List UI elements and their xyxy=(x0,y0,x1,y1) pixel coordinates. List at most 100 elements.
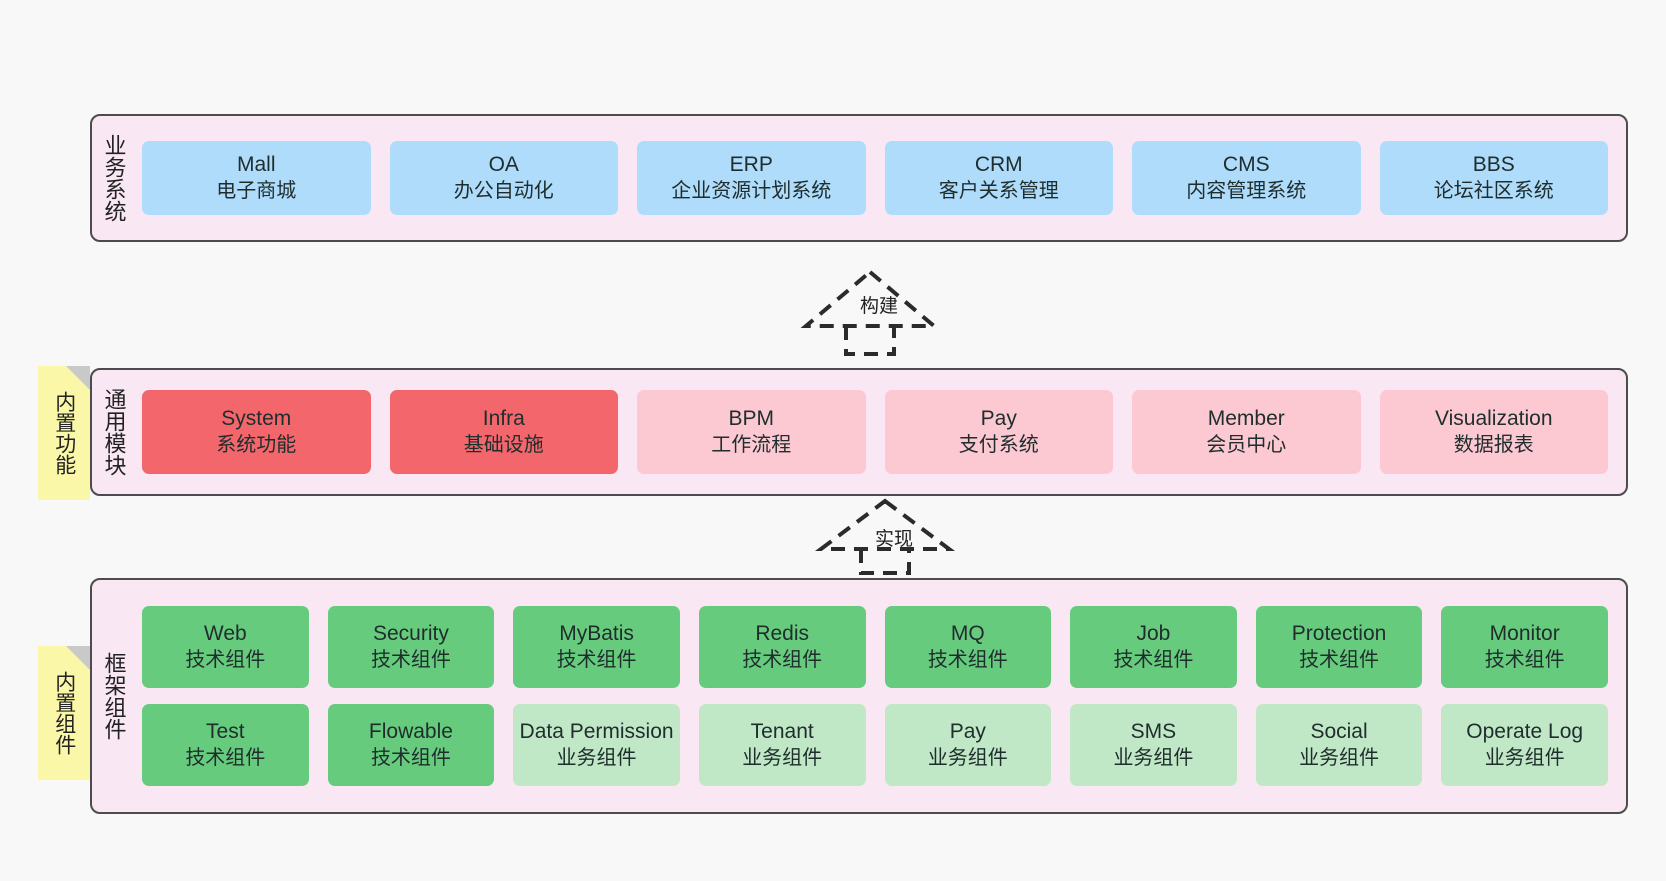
node-subtitle: 技术组件 xyxy=(1113,648,1194,671)
node-job[interactable]: Job 技术组件 xyxy=(1070,606,1237,688)
node-bbs[interactable]: BBS 论坛社区系统 xyxy=(1379,141,1608,215)
node-title: MQ xyxy=(950,621,985,645)
layer-business-system[interactable]: 业务系统 Mall 电子商城 OA 办公自动化 ERP 企业资源计划系统 CRM… xyxy=(90,114,1628,242)
node-title: Operate Log xyxy=(1466,719,1584,743)
node-title: ERP xyxy=(729,152,773,176)
node-visualization[interactable]: Visualization 数据报表 xyxy=(1379,390,1608,474)
node-member[interactable]: Member 会员中心 xyxy=(1132,390,1361,474)
node-title: Pay xyxy=(949,719,986,743)
build-connector-arrow xyxy=(800,269,940,356)
node-subtitle: 客户关系管理 xyxy=(938,179,1059,202)
note-label: 内置组件 xyxy=(52,671,76,755)
node-row: System 系统功能 Infra 基础设施 BPM 工作流程 Pay 支付系统… xyxy=(142,390,1608,474)
node-title: Security xyxy=(373,621,449,645)
node-infra[interactable]: Infra 基础设施 xyxy=(389,390,618,474)
builtin-function-note: 内置功能 xyxy=(38,366,90,500)
layer-body-framework-component: Web 技术组件 Security 技术组件 MyBatis 技术组件 Redi… xyxy=(136,580,1626,812)
node-subtitle: 业务组件 xyxy=(1113,746,1194,769)
node-subtitle: 技术组件 xyxy=(185,648,266,671)
node-mall[interactable]: Mall 电子商城 xyxy=(142,141,371,215)
node-erp[interactable]: ERP 企业资源计划系统 xyxy=(637,141,866,215)
node-tenant[interactable]: Tenant 业务组件 xyxy=(698,704,866,786)
layer-title-framework-component: 框架组件 xyxy=(101,652,127,740)
layer-title-common-module: 通用模块 xyxy=(101,388,127,476)
node-cms[interactable]: CMS 内容管理系统 xyxy=(1132,141,1361,215)
node-title: Visualization xyxy=(1434,406,1553,430)
node-subtitle: 基础设施 xyxy=(463,433,544,456)
node-title: Member xyxy=(1207,406,1285,430)
node-subtitle: 业务组件 xyxy=(927,746,1008,769)
node-title: Social xyxy=(1310,719,1368,743)
layer-title-business-system: 业务系统 xyxy=(101,134,127,222)
node-subtitle: 业务组件 xyxy=(1484,746,1565,769)
node-subtitle: 办公自动化 xyxy=(453,179,554,202)
node-flowable[interactable]: Flowable 技术组件 xyxy=(327,704,495,786)
note-label: 内置功能 xyxy=(52,391,76,475)
node-title: BPM xyxy=(728,406,774,430)
node-subtitle: 技术组件 xyxy=(370,746,451,769)
note-fold-corner-icon xyxy=(66,646,90,670)
node-test[interactable]: Test 技术组件 xyxy=(142,704,309,786)
node-subtitle: 论坛社区系统 xyxy=(1433,179,1554,202)
node-security[interactable]: Security 技术组件 xyxy=(327,606,495,688)
node-mq[interactable]: MQ 技术组件 xyxy=(884,606,1052,688)
node-pay[interactable]: Pay 支付系统 xyxy=(884,390,1113,474)
node-title: Test xyxy=(206,719,245,743)
node-title: Flowable xyxy=(368,719,453,743)
node-title: Web xyxy=(203,621,247,645)
layer-framework-component[interactable]: 框架组件 Web 技术组件 Security 技术组件 MyBatis 技术组件… xyxy=(90,578,1628,814)
node-oa[interactable]: OA 办公自动化 xyxy=(389,141,618,215)
node-subtitle: 技术组件 xyxy=(927,648,1008,671)
node-redis[interactable]: Redis 技术组件 xyxy=(698,606,866,688)
node-title: Infra xyxy=(482,406,525,430)
node-title: MyBatis xyxy=(559,621,634,645)
node-system[interactable]: System 系统功能 xyxy=(142,390,371,474)
node-title: Monitor xyxy=(1489,621,1560,645)
node-subtitle: 系统功能 xyxy=(216,433,297,456)
node-title: Job xyxy=(1136,621,1171,645)
node-bpm[interactable]: BPM 工作流程 xyxy=(637,390,866,474)
node-subtitle: 技术组件 xyxy=(556,648,637,671)
node-subtitle: 电子商城 xyxy=(216,179,297,202)
node-subtitle: 业务组件 xyxy=(556,746,637,769)
node-protection[interactable]: Protection 技术组件 xyxy=(1255,606,1423,688)
node-social[interactable]: Social 业务组件 xyxy=(1255,704,1423,786)
note-fold-corner-icon xyxy=(66,366,90,390)
node-monitor[interactable]: Monitor 技术组件 xyxy=(1441,606,1608,688)
node-subtitle: 技术组件 xyxy=(370,648,451,671)
layer-body-business-system: Mall 电子商城 OA 办公自动化 ERP 企业资源计划系统 CRM 客户关系… xyxy=(136,116,1626,240)
node-title: Protection xyxy=(1291,621,1387,645)
node-title: CMS xyxy=(1222,152,1270,176)
node-web[interactable]: Web 技术组件 xyxy=(142,606,309,688)
node-crm[interactable]: CRM 客户关系管理 xyxy=(884,141,1113,215)
node-title: BBS xyxy=(1472,152,1515,176)
node-subtitle: 技术组件 xyxy=(1484,648,1565,671)
node-subtitle: 技术组件 xyxy=(1299,648,1380,671)
node-row: Web 技术组件 Security 技术组件 MyBatis 技术组件 Redi… xyxy=(142,606,1608,688)
node-subtitle: 工作流程 xyxy=(711,433,792,456)
node-title: Tenant xyxy=(750,719,814,743)
node-subtitle: 技术组件 xyxy=(742,648,823,671)
layer-common-module[interactable]: 通用模块 System 系统功能 Infra 基础设施 BPM 工作流程 Pay… xyxy=(90,368,1628,496)
node-data-permission[interactable]: Data Permission 业务组件 xyxy=(513,704,680,786)
node-operate-log[interactable]: Operate Log 业务组件 xyxy=(1441,704,1608,786)
node-subtitle: 企业资源计划系统 xyxy=(671,179,832,202)
node-subtitle: 业务组件 xyxy=(742,746,823,769)
node-subtitle: 会员中心 xyxy=(1206,433,1287,456)
node-title: SMS xyxy=(1130,719,1177,743)
node-row: Mall 电子商城 OA 办公自动化 ERP 企业资源计划系统 CRM 客户关系… xyxy=(142,141,1608,215)
node-mybatis[interactable]: MyBatis 技术组件 xyxy=(513,606,680,688)
node-subtitle: 数据报表 xyxy=(1453,433,1534,456)
node-row: Test 技术组件 Flowable 技术组件 Data Permission … xyxy=(142,704,1608,786)
implement-connector-arrow xyxy=(815,498,955,575)
build-connector-label: 构建 xyxy=(860,296,899,317)
node-subtitle: 技术组件 xyxy=(185,746,266,769)
node-pay-business[interactable]: Pay 业务组件 xyxy=(884,704,1052,786)
node-subtitle: 支付系统 xyxy=(958,433,1039,456)
node-sms[interactable]: SMS 业务组件 xyxy=(1070,704,1237,786)
node-title: Mall xyxy=(236,152,276,176)
implement-connector-label: 实现 xyxy=(875,529,914,550)
node-title: CRM xyxy=(974,152,1023,176)
node-title: Pay xyxy=(980,406,1017,430)
